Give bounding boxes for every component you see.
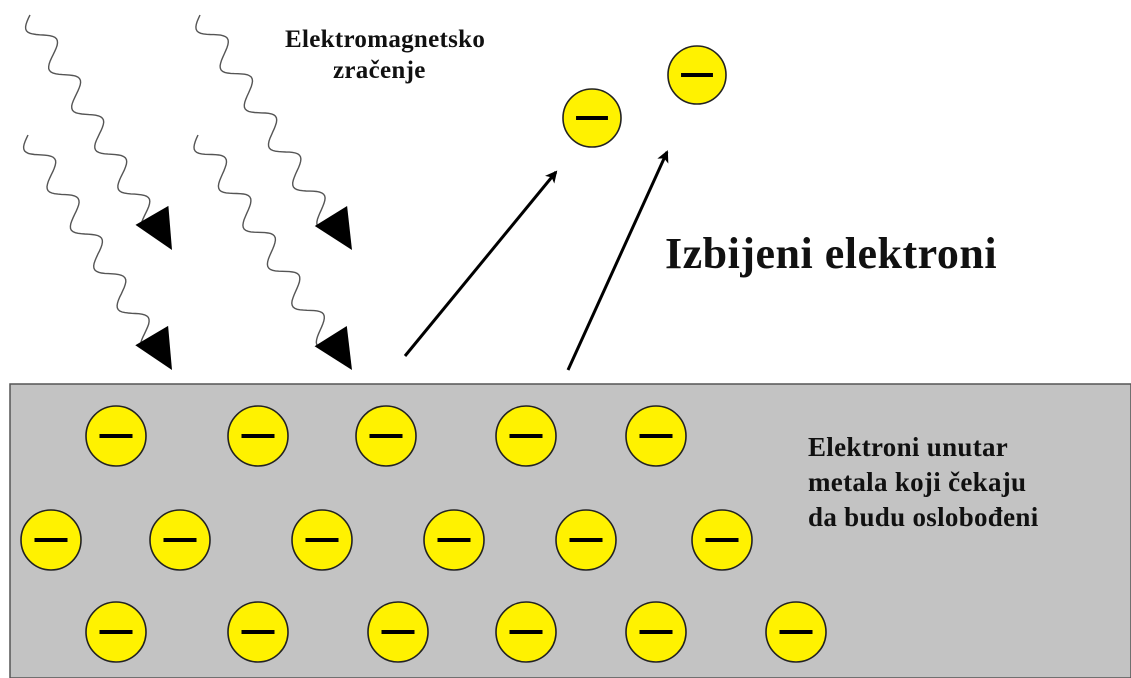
electron — [495, 405, 557, 467]
electron — [691, 509, 753, 571]
photon-wave — [193, 134, 352, 370]
metal-electrons-label-line2: metala koji čekaju — [808, 467, 1027, 498]
photon-wave — [195, 14, 352, 250]
metal-electrons-label: Elektroni unutar metala koji čekaju da b… — [808, 430, 1039, 535]
electron — [423, 509, 485, 571]
wave-arrowhead — [135, 205, 172, 250]
wave-line — [193, 134, 326, 348]
electron — [367, 601, 429, 663]
electron — [765, 601, 827, 663]
wave-line — [195, 14, 326, 229]
electron — [291, 509, 353, 571]
electron — [625, 405, 687, 467]
radiation-label-line2: zračenje — [333, 57, 426, 85]
electron — [355, 405, 417, 467]
electron — [667, 45, 727, 105]
metal-electrons-label-line3: da budu oslobođeni — [808, 502, 1039, 533]
ejection-arrow — [566, 150, 669, 371]
wave-line — [24, 14, 151, 228]
electron — [227, 601, 289, 663]
electron — [85, 601, 147, 663]
electron — [562, 88, 622, 148]
photon-wave — [22, 134, 172, 370]
electromagnetic-radiation — [22, 14, 352, 370]
wave-arrowhead — [314, 206, 352, 250]
electron — [555, 509, 617, 571]
electron — [85, 405, 147, 467]
metal-electrons-label-line1: Elektroni unutar — [808, 432, 1009, 462]
electron — [495, 601, 557, 663]
wave-line — [22, 134, 150, 348]
photon-wave — [24, 14, 172, 250]
radiation-label-line1: Elektromagnetsko — [285, 26, 486, 53]
electron — [227, 405, 289, 467]
radiation-label: Elektromagnetsko zračenje — [285, 24, 485, 87]
ejected-electrons-label: Izbijeni elektroni — [665, 229, 998, 278]
electron — [20, 509, 82, 571]
ejection-arrow — [403, 170, 558, 357]
electron — [149, 509, 211, 571]
electron — [625, 601, 687, 663]
ejection-arrows — [403, 150, 669, 371]
ejected-electrons — [562, 45, 727, 148]
metal-electrons — [20, 405, 827, 663]
wave-arrowhead — [314, 326, 352, 370]
wave-arrowhead — [135, 325, 172, 370]
